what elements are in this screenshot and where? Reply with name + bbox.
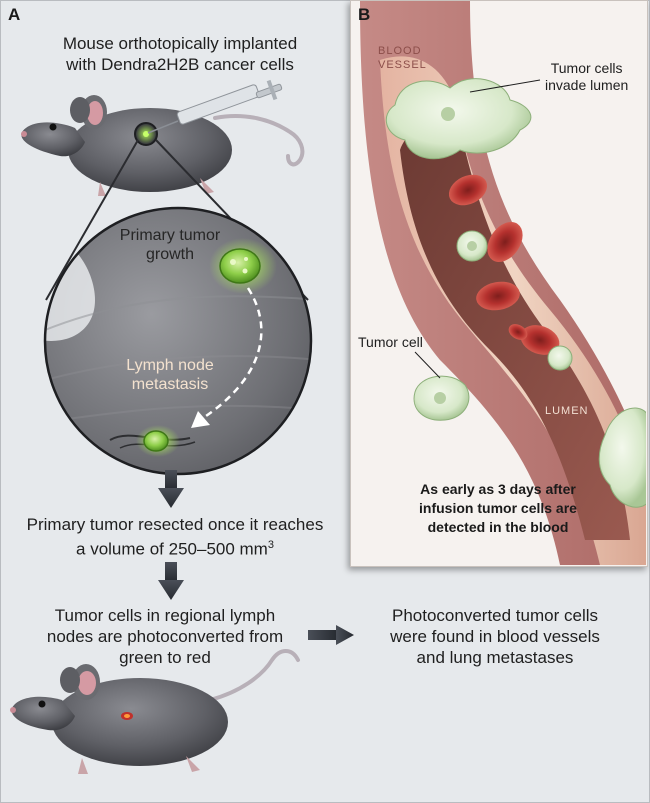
step3-line: Tumor cells in regional lymph [54, 606, 276, 625]
arrow-right [308, 625, 354, 645]
step3-text: Tumor cells in regional lymph nodes are … [10, 605, 320, 668]
arrow-down-1 [158, 470, 184, 508]
result-line: and lung metastases [416, 648, 574, 667]
step2-line-text: a volume of 250–500 mm [76, 539, 268, 559]
mouse-photoconverted [10, 649, 300, 774]
result-text: Photoconverted tumor cells were found in… [355, 605, 635, 668]
blood-vessel-line: BLOOD [378, 45, 422, 57]
lymph-node-line: metastasis [131, 376, 209, 393]
step1-text: Mouse orthotopically implanted with Dend… [20, 33, 340, 75]
step3-line: green to red [119, 648, 211, 667]
magnify-line-left [45, 139, 139, 301]
invade-lumen-line: Tumor cells [550, 60, 623, 76]
caption-line: As early as 3 days after [420, 481, 576, 497]
step1-line: Mouse orthotopically implanted [62, 34, 298, 53]
step2-line: a volume of 250–500 mm3 [0, 535, 350, 560]
result-line: Photoconverted tumor cells [392, 606, 598, 625]
invade-lumen-line: invade lumen [545, 77, 629, 93]
blood-vessel-line: VESSEL [378, 59, 427, 71]
panel-b-letter: B [358, 5, 371, 24]
panel-b-caption: As early as 3 days after infusion tumor … [360, 480, 636, 537]
lymph-node-line: Lymph node [126, 357, 214, 374]
primary-tumor-label: Primary tumor growth [100, 226, 240, 264]
superscript: 3 [267, 539, 274, 551]
primary-tumor-line: Primary tumor [119, 227, 221, 244]
invade-lumen-label: Tumor cells invade lumen [545, 60, 628, 94]
syringe [147, 79, 283, 134]
blood-vessel-label: BLOOD VESSEL [378, 44, 427, 72]
step2-line: Primary tumor resected once it reaches [26, 515, 324, 534]
result-line: were found in blood vessels [390, 627, 600, 646]
step1-line: with Dendra2H2B cancer cells [66, 55, 294, 74]
mouse-implanted [21, 95, 305, 196]
arrow-down-2 [158, 562, 184, 600]
tumor-cell-label: Tumor cell [358, 334, 423, 350]
caption-line: detected in the blood [427, 519, 569, 535]
lymph-node-label: Lymph node metastasis [100, 356, 240, 394]
panel-a-letter: A [8, 5, 21, 24]
caption-line: infusion tumor cells are [419, 500, 577, 516]
step3-line: nodes are photoconverted from [46, 627, 284, 646]
lumen-label: LUMEN [545, 405, 589, 417]
primary-tumor-line: growth [145, 246, 195, 263]
step2-text: Primary tumor resected once it reaches a… [0, 514, 350, 560]
